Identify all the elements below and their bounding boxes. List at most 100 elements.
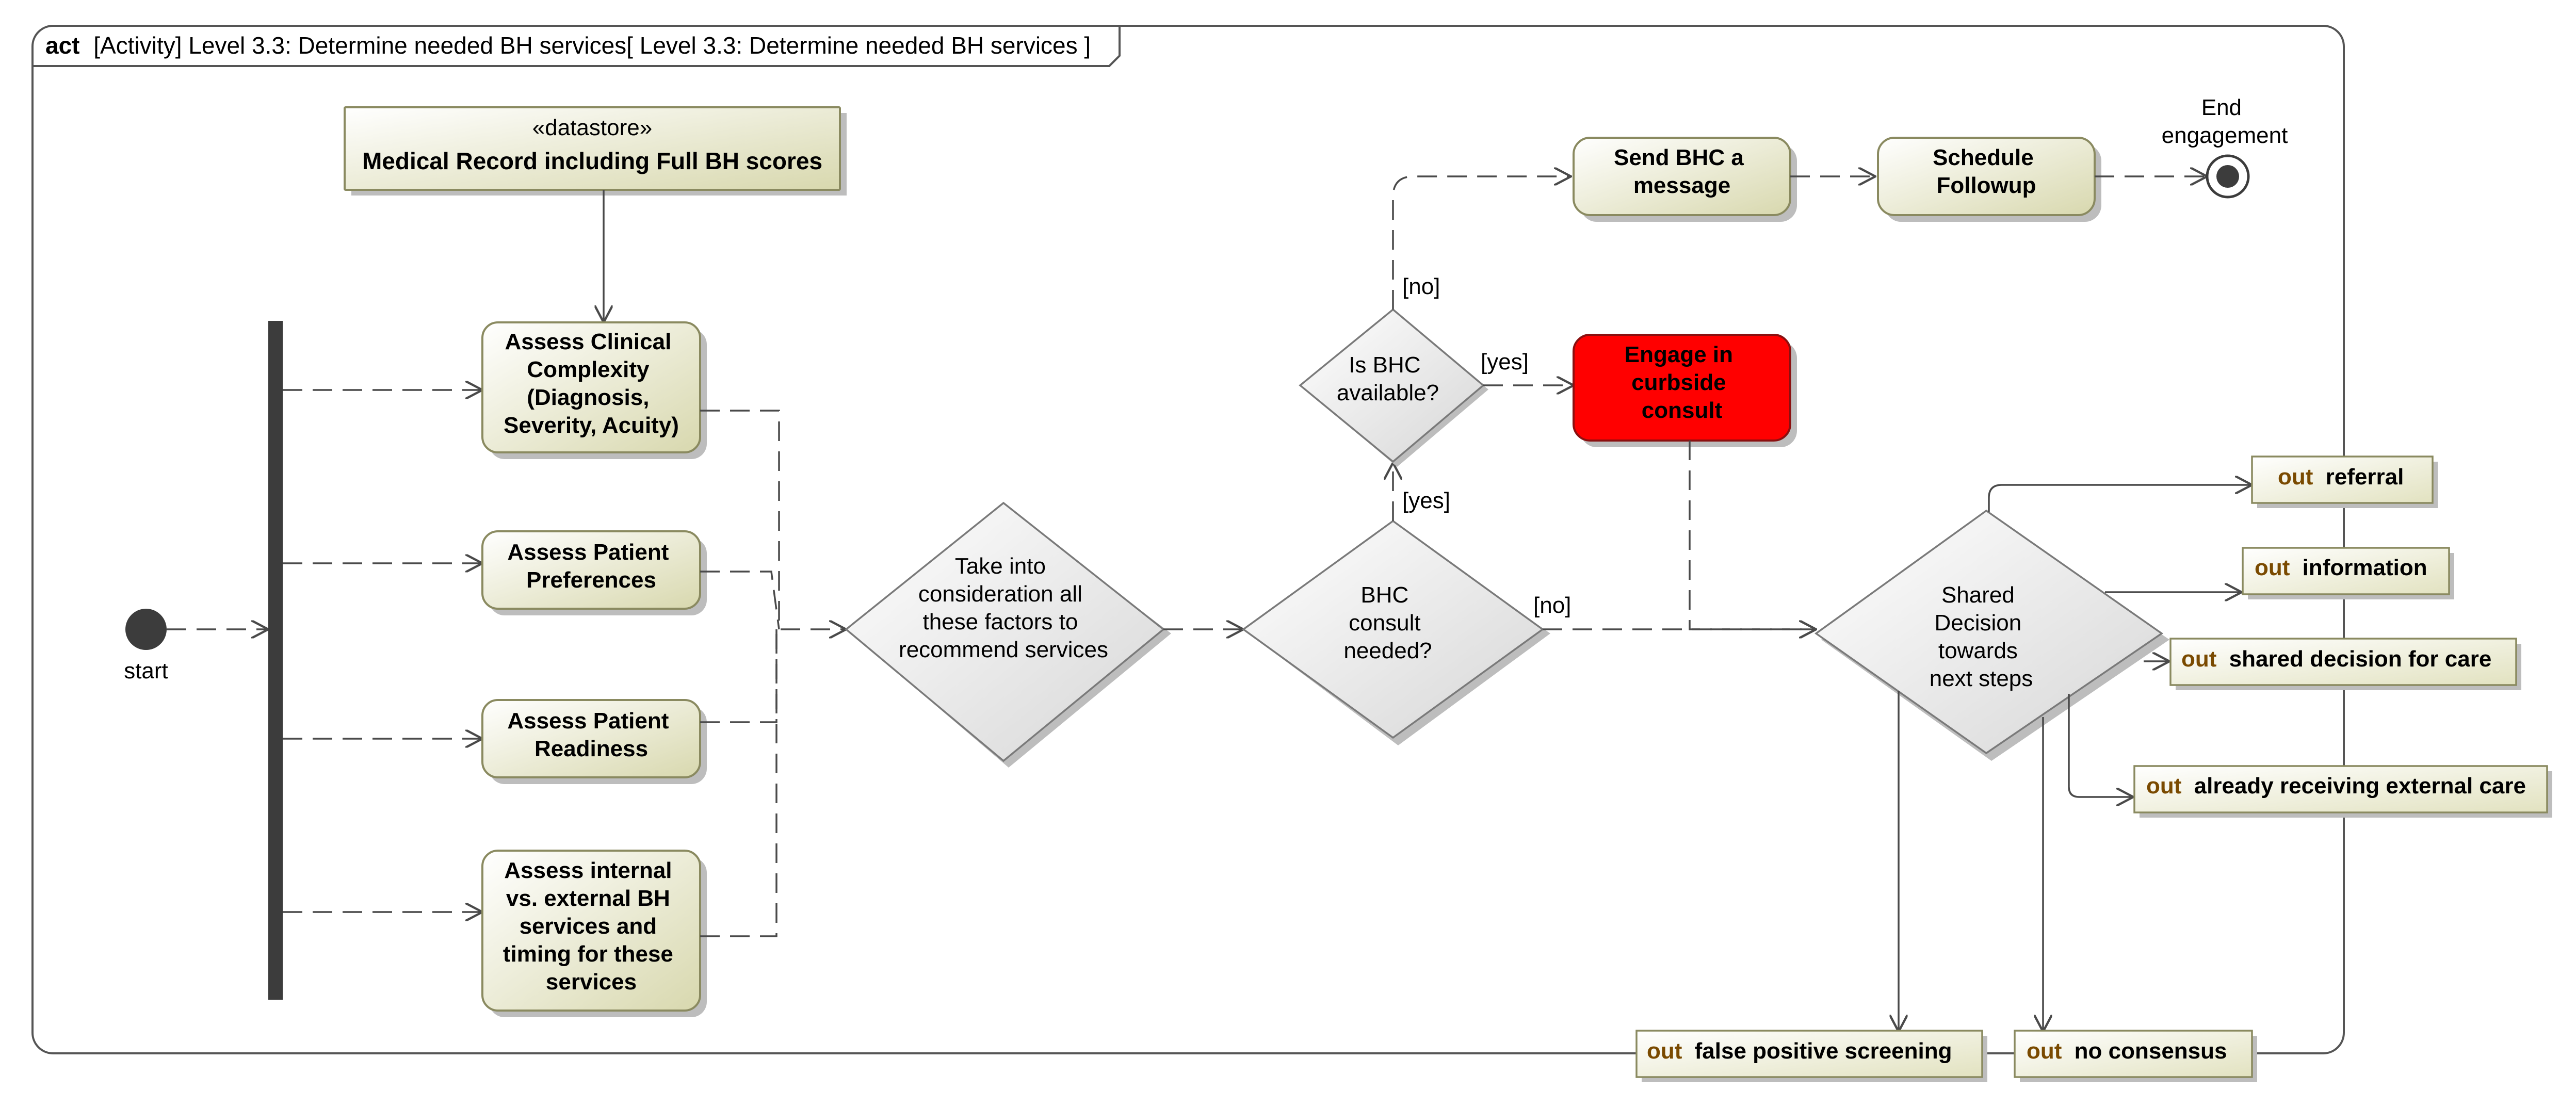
- start-node[interactable]: [125, 609, 167, 650]
- svg-text:Shared Decision to: Shared Decision towards next steps: [1930, 582, 2033, 691]
- action-label-line: consult: [1642, 398, 1723, 423]
- decision-label-line: these factors to: [922, 609, 1078, 634]
- action-label-line: Readiness: [534, 736, 648, 761]
- action-label-line: message: [1633, 173, 1730, 198]
- svg-text:Engage in curbside: Engage in curbside consult: [1625, 342, 1739, 423]
- decision-label-line: needed?: [1343, 638, 1432, 663]
- action-assess-preferences[interactable]: Assess Patient Preferences: [481, 530, 707, 615]
- pin-information[interactable]: out information: [2242, 547, 2454, 599]
- action-assess-clinical[interactable]: Assess Clinical Complexity (Diagnosis, S…: [481, 321, 707, 459]
- action-curbside-consult[interactable]: Engage in curbside consult: [1573, 334, 1797, 447]
- decision-shared[interactable]: Shared Decision towards next steps: [1814, 509, 2169, 761]
- flow-curbside-to-shared: [1689, 441, 1816, 629]
- svg-text:Take into consideration: Take into consideration all these factor…: [899, 554, 1108, 662]
- svg-text:Send BHC a message: Send BHC a message: [1614, 145, 1750, 198]
- flow-preferences-to-factors: [700, 571, 780, 630]
- action-label-line: (Diagnosis,: [527, 385, 649, 410]
- action-label-line: Assess internal: [504, 858, 672, 883]
- decision-label-line: Take into: [955, 554, 1046, 579]
- pin-keyword: out: [2146, 773, 2182, 799]
- pin-keyword: out: [2027, 1038, 2062, 1064]
- svg-text:out already receiving ex: out already receiving external care: [2146, 773, 2526, 799]
- flow-internal-to-factors: [700, 629, 777, 937]
- pin-keyword: out: [2278, 464, 2313, 490]
- svg-text:act [Activity] Level 3.3: act [Activity] Level 3.3: Determine need…: [45, 32, 1091, 59]
- start-label: start: [124, 658, 168, 683]
- end-node[interactable]: [2206, 154, 2250, 199]
- action-assess-internal[interactable]: Assess internal vs. external BH services…: [481, 850, 707, 1017]
- end-label-line: engagement: [2162, 123, 2288, 148]
- decision-factors[interactable]: Take into consideration all these factor…: [845, 501, 1171, 768]
- action-label-line: services and: [520, 914, 657, 939]
- action-assess-readiness[interactable]: Assess Patient Readiness: [481, 699, 707, 784]
- svg-text:out shared decision for: out shared decision for care: [2181, 646, 2491, 672]
- action-label-line: services: [546, 969, 637, 995]
- datastore-node[interactable]: «datastore» Medical Record including Ful…: [344, 106, 847, 196]
- action-label-line: Engage in: [1625, 342, 1733, 367]
- svg-text:BHC consult needed: BHC consult needed?: [1343, 582, 1432, 663]
- pin-external-label: already receiving external care: [2194, 773, 2526, 799]
- fork-bar: [268, 321, 283, 1000]
- svg-text:out information: out information: [2255, 555, 2427, 580]
- action-schedule-followup[interactable]: Schedule Followup: [1877, 137, 2101, 222]
- decision-label-line: Decision: [1935, 610, 2022, 636]
- svg-text:Assess Patient Readiness: Assess Patient Readiness: [507, 708, 675, 761]
- end-label-line: End: [2201, 95, 2242, 120]
- svg-text:out false positive scree: out false positive screening: [1647, 1038, 1952, 1064]
- flow-clinical-to-factors: [700, 410, 846, 629]
- decision-label-line: Shared: [1941, 582, 2015, 608]
- datastore-stereotype: «datastore»: [532, 115, 652, 140]
- pin-external-care[interactable]: out already receiving external care: [2133, 765, 2552, 818]
- pin-no-consensus[interactable]: out no consensus: [2014, 1030, 2257, 1082]
- pin-information-label: information: [2303, 555, 2427, 580]
- pin-referral[interactable]: out referral: [2251, 455, 2438, 508]
- pin-referral-label: referral: [2326, 464, 2404, 490]
- guard-no-top: [no]: [1402, 274, 1440, 299]
- action-label-line: Complexity: [527, 357, 650, 382]
- decision-label-line: Is BHC: [1349, 352, 1420, 378]
- action-label-line: Assess Patient: [507, 708, 669, 734]
- guard-yes-right: [yes]: [1481, 349, 1529, 375]
- guard-yes-up: [yes]: [1402, 488, 1450, 513]
- action-label-line: Followup: [1936, 173, 2036, 198]
- pin-shared-decision-care[interactable]: out shared decision for care: [2169, 638, 2521, 690]
- action-label-line: Assess Clinical: [505, 329, 671, 354]
- svg-text:Assess Patient Preferenc: Assess Patient Preferences: [507, 540, 675, 593]
- pin-keyword: out: [2181, 646, 2217, 672]
- decision-label-line: consult: [1349, 610, 1420, 636]
- flow-to-referral: [1988, 485, 2252, 512]
- decision-bhc-needed[interactable]: BHC consult needed?: [1242, 519, 1550, 745]
- action-label-line: Send BHC a: [1614, 145, 1744, 170]
- decision-label-line: BHC: [1360, 582, 1408, 608]
- pin-false-positive-label: false positive screening: [1695, 1038, 1952, 1064]
- svg-text:Schedule Followup: Schedule Followup: [1933, 145, 2040, 198]
- pin-false-positive[interactable]: out false positive screening: [1635, 1030, 1987, 1082]
- action-send-bhc-message[interactable]: Send BHC a message: [1573, 137, 1797, 222]
- frame-keyword: act: [45, 32, 79, 59]
- frame-title: [Activity] Level 3.3: Determine needed B…: [93, 32, 1091, 59]
- svg-text:Assess Clinical Complexi: Assess Clinical Complexity (Diagnosis, S…: [504, 329, 679, 438]
- decision-bhc-available[interactable]: Is BHC available?: [1299, 308, 1488, 467]
- flow-readiness-to-factors: [700, 629, 777, 723]
- pin-keyword: out: [2255, 555, 2290, 580]
- svg-text:out referral: out referral: [2278, 464, 2404, 490]
- flow-to-external: [2068, 694, 2133, 797]
- action-label-line: vs. external BH: [506, 886, 670, 911]
- svg-text:Assess internal vs. exte: Assess internal vs. external BH services…: [503, 858, 679, 995]
- action-label-line: Severity, Acuity): [504, 413, 679, 438]
- svg-text:End engagement: End engagement: [2162, 95, 2288, 148]
- action-label-line: curbside: [1631, 370, 1726, 395]
- action-label-line: Assess Patient: [507, 540, 669, 565]
- svg-text:Is BHC available?: Is BHC available?: [1337, 352, 1439, 405]
- decision-label-line: available?: [1337, 380, 1439, 405]
- flow-available-no: [1392, 176, 1571, 310]
- action-label-line: Schedule: [1933, 145, 2034, 170]
- guard-no-right: [no]: [1533, 593, 1571, 618]
- decision-label-line: consideration all: [918, 581, 1082, 607]
- decision-label-line: next steps: [1930, 666, 2033, 691]
- pin-keyword: out: [1647, 1038, 1682, 1064]
- activity-frame: act [Activity] Level 3.3: Determine need…: [31, 25, 2345, 1054]
- decision-label-line: recommend services: [899, 637, 1108, 662]
- pin-no-consensus-label: no consensus: [2075, 1038, 2227, 1064]
- action-label-line: timing for these: [503, 941, 673, 967]
